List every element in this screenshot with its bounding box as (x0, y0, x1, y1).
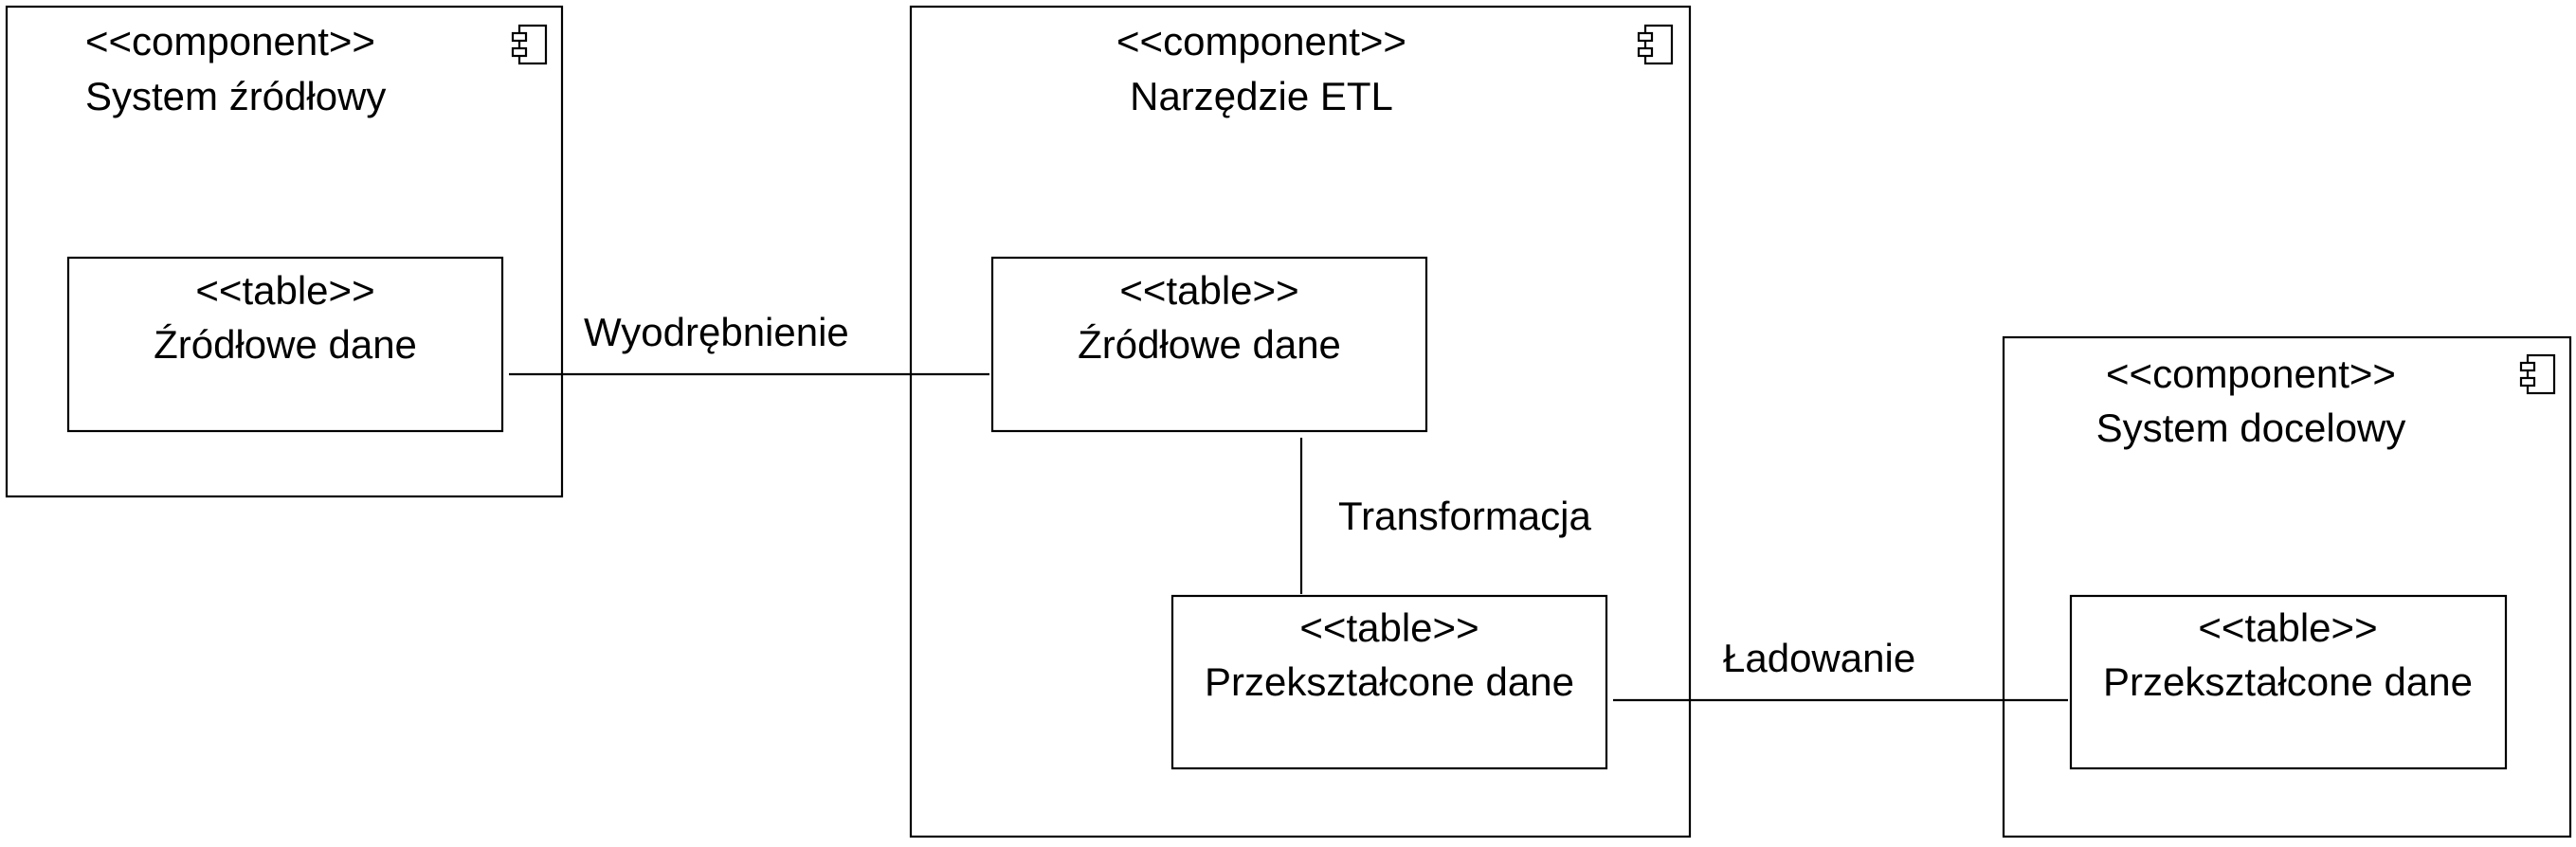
table-frame (1170, 594, 1608, 770)
connection-label: Ładowanie (1723, 636, 1915, 680)
connection-transformation[interactable]: Transformacja (1299, 438, 1591, 594)
table-frame (990, 256, 1428, 433)
component-target-system[interactable]: <<component>> System docelowy <<table>> … (2002, 335, 2572, 838)
table-stereotype: <<table>> (2198, 605, 2377, 650)
component-icon (2519, 353, 2556, 395)
component-name: System docelowy (2096, 405, 2406, 450)
component-stereotype: <<component>> (85, 19, 375, 63)
table-source-data-etl[interactable]: <<table>> Źródłowe dane (990, 256, 1428, 433)
connection-loading[interactable]: Ładowanie (1613, 636, 2068, 702)
table-transformed-data-target[interactable]: <<table>> Przekształcone dane (2069, 594, 2508, 770)
component-stereotype: <<component>> (1116, 19, 1406, 63)
table-frame (2069, 594, 2508, 770)
table-name: Przekształcone dane (2103, 659, 2473, 704)
component-source-system[interactable]: <<component>> System źródłowy <<table>> … (5, 5, 564, 498)
table-transformed-data-etl[interactable]: <<table>> Przekształcone dane (1170, 594, 1608, 770)
component-icon (1637, 24, 1674, 65)
table-name: Źródłowe dane (154, 322, 417, 367)
component-icon (511, 24, 548, 65)
connection-extraction[interactable]: Wyodrębnienie (509, 310, 989, 376)
table-stereotype: <<table>> (1299, 605, 1478, 650)
table-stereotype: <<table>> (1119, 268, 1298, 313)
connection-label: Transformacja (1338, 494, 1591, 538)
component-name: Narzędzie ETL (1130, 74, 1393, 118)
component-name: System źródłowy (85, 74, 386, 118)
table-source-data[interactable]: <<table>> Źródłowe dane (66, 256, 504, 433)
connection-label: Wyodrębnienie (584, 310, 849, 354)
table-stereotype: <<table>> (195, 268, 374, 313)
table-frame (66, 256, 504, 433)
table-name: Przekształcone dane (1205, 659, 1574, 704)
component-etl-tool[interactable]: <<component>> Narzędzie ETL <<table>> Źr… (909, 5, 1692, 838)
component-stereotype: <<component>> (2106, 351, 2396, 396)
table-name: Źródłowe dane (1078, 322, 1341, 367)
